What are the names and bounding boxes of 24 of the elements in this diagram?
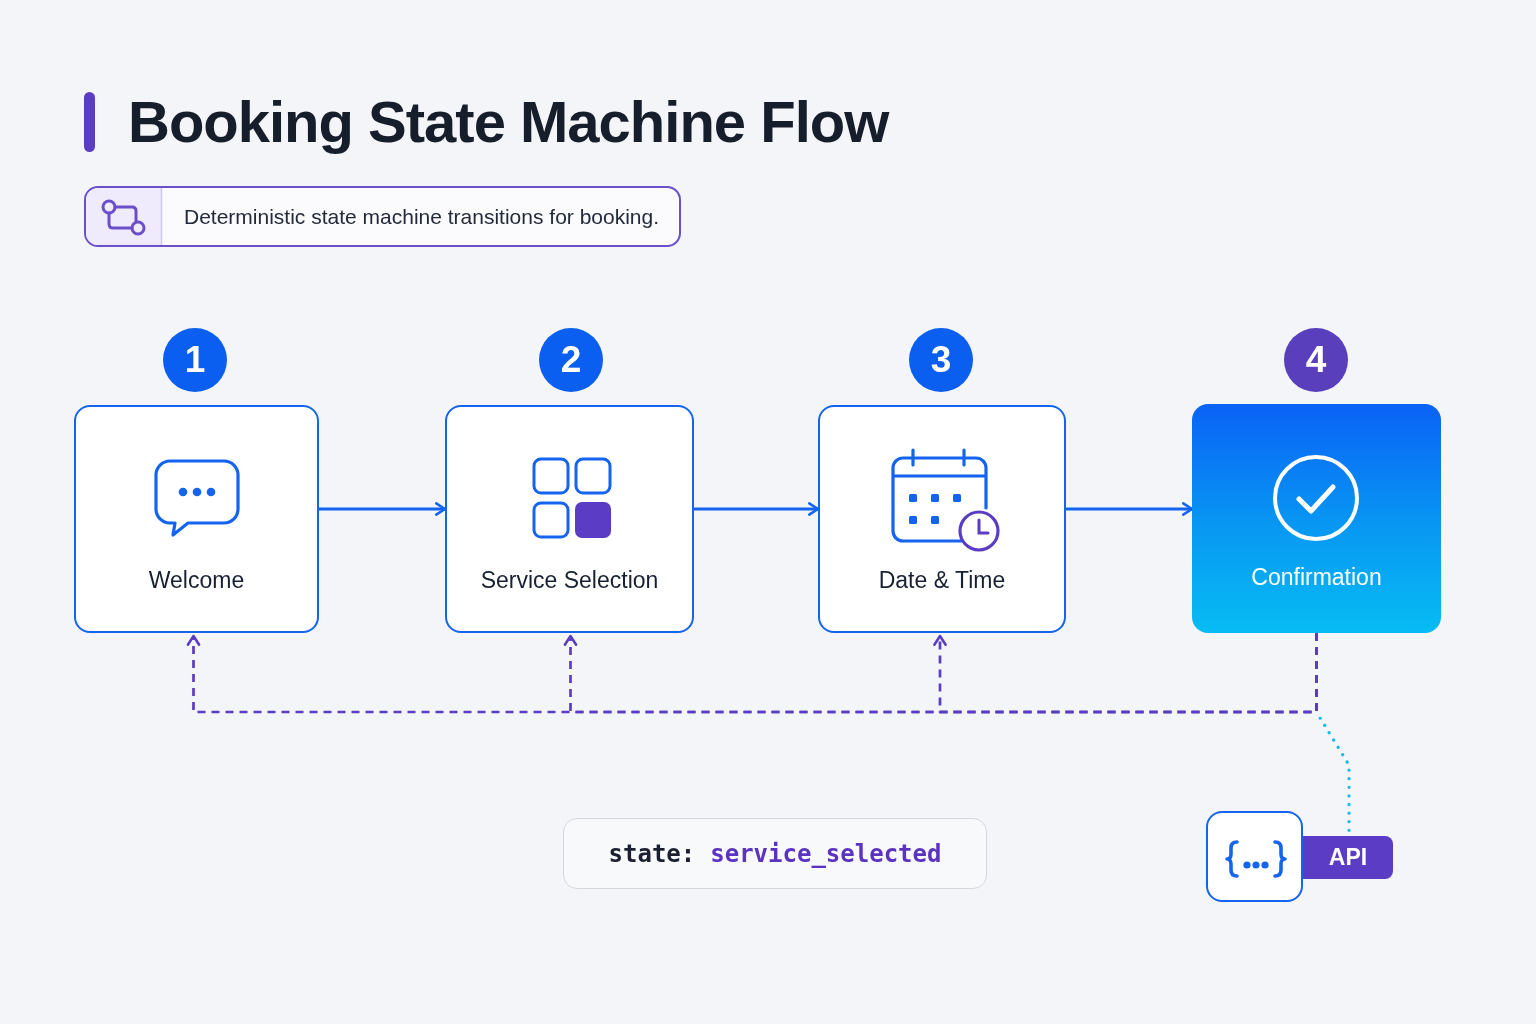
state-card [818,405,1066,633]
description-text: Deterministic state machine transitions for booking. [183,204,661,229]
arrow [694,502,820,516]
code-card [1206,811,1303,902]
dashed-arrow [933,633,1318,714]
description-banner [84,186,682,247]
state-card [1192,404,1441,633]
step-number-badge: 3 [909,328,973,392]
state-label: Confirmation [1250,563,1383,592]
state-label: Date & Time [877,566,1007,595]
step-number-badge: 4 [1284,328,1348,392]
code-value: service_selected [710,839,942,868]
step-number-badge: 1 [163,328,227,392]
state-card [445,405,694,633]
step-number-badge: 2 [539,328,603,392]
state-label: Service Selection [479,566,660,595]
state-card [74,405,319,633]
diagram-title: Booking State Machine Flow [128,90,889,154]
arrow [319,502,447,516]
code-key: state: [608,839,696,868]
state-code-box [563,818,987,889]
state-label: Welcome [147,566,246,595]
arrow [1066,502,1194,516]
api-tag: API [1303,836,1393,879]
